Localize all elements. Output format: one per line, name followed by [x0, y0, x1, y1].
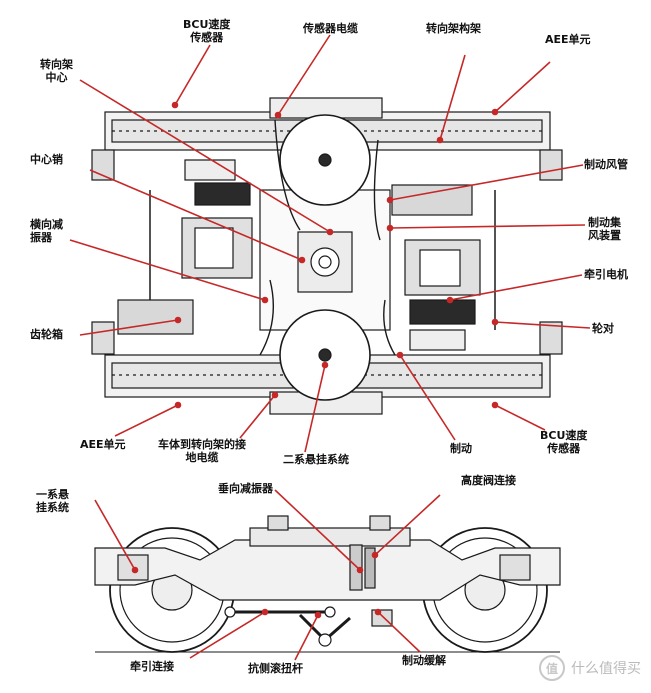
- label-traction-link: 牵引连接: [130, 660, 174, 673]
- label-bcu-bottom-line2: 传感器: [547, 442, 581, 455]
- leader-lateral-damper: [69, 239, 266, 301]
- label-bcu-top-line1: BCU速度: [183, 18, 231, 31]
- leader-vertical-damper-dot: [356, 566, 364, 574]
- label-vertical-damper: 垂向减振器: [218, 482, 273, 495]
- label-primary-suspension-line2: 挂系统: [36, 501, 69, 514]
- label-brake-air-pipe: 制动风管: [584, 158, 628, 171]
- leader-primary-suspension-dot: [131, 566, 139, 574]
- label-aee-bottom: AEE单元: [80, 438, 126, 451]
- leader-traction-motor: [449, 274, 583, 301]
- leader-bcu-top-dot: [171, 101, 179, 109]
- side-view: [94, 515, 561, 653]
- label-ground-cable: 车体到转向架的接 地电缆: [158, 438, 246, 464]
- leader-bogie-frame-dot: [436, 136, 444, 144]
- leader-aee-top: [494, 61, 551, 113]
- label-secondary-suspension: 二系悬挂系统: [283, 453, 349, 466]
- leader-vertical-damper: [274, 489, 361, 571]
- leader-anti-roll-bar-dot: [314, 611, 322, 619]
- watermark-text: 什么值得买: [571, 661, 641, 677]
- label-traction-motor: 牵引电机: [584, 268, 628, 281]
- leader-height-valve-link-dot: [371, 551, 379, 559]
- leader-ground-cable: [239, 394, 276, 439]
- leader-anti-roll-bar: [294, 614, 319, 661]
- leader-aee-top-dot: [491, 108, 499, 116]
- leader-bogie-frame: [439, 54, 466, 141]
- leader-height-valve-link: [374, 494, 441, 556]
- leader-bcu-bottom: [494, 404, 546, 431]
- gearbox-shape: [117, 299, 194, 335]
- label-primary-suspension: 一系悬 挂系统: [36, 488, 69, 514]
- label-aee-top: AEE单元: [545, 33, 591, 46]
- label-height-valve-link: 高度阀连接: [461, 474, 516, 487]
- label-lateral-damper: 横向减 振器: [30, 218, 63, 244]
- leader-aee-bottom: [114, 404, 179, 437]
- leader-brake: [399, 354, 456, 441]
- leader-brake-dot: [396, 351, 404, 359]
- label-brake-manifold-line2: 风装置: [588, 229, 621, 242]
- leader-bcu-top: [174, 44, 211, 106]
- leader-lateral-damper-dot: [261, 296, 269, 304]
- leader-brake-release-dot: [374, 608, 382, 616]
- leader-wheelset-dot: [491, 318, 499, 326]
- leader-bcu-bottom-dot: [491, 401, 499, 409]
- side-frame: [94, 539, 561, 601]
- label-ground-cable-line2: 地电缆: [185, 451, 219, 464]
- label-bcu-top: BCU速度 传感器: [183, 18, 230, 44]
- label-lateral-damper-line1: 横向减: [30, 218, 63, 231]
- watermark-logo-icon: 值: [539, 655, 565, 681]
- label-brake-release: 制动缓解: [402, 654, 446, 667]
- leader-wheelset: [494, 321, 591, 329]
- leader-traction-link: [189, 611, 266, 659]
- label-wheelset: 轮对: [592, 322, 614, 335]
- label-lateral-damper-line2: 振器: [30, 231, 52, 244]
- leader-gearbox-dot: [174, 316, 182, 324]
- label-bcu-top-line2: 传感器: [190, 31, 224, 44]
- label-center-pin: 中心销: [30, 153, 63, 166]
- label-sensor-cable: 传感器电缆: [303, 22, 358, 35]
- label-primary-suspension-line1: 一系悬: [36, 488, 69, 501]
- label-bogie-center: 转向架 中心: [40, 58, 73, 84]
- leader-center-pin: [89, 169, 303, 261]
- label-bogie-frame: 转向架构架: [426, 22, 481, 35]
- leader-sensor-cable: [277, 34, 331, 116]
- label-brake-manifold-line1: 制动集: [588, 216, 621, 229]
- leader-brake-air-pipe: [389, 164, 584, 201]
- label-bcu-bottom: BCU速度 传感器: [540, 429, 587, 455]
- leader-sensor-cable-dot: [274, 111, 282, 119]
- label-bcu-bottom-line1: BCU速度: [540, 429, 588, 442]
- leader-secondary-suspension: [304, 364, 326, 453]
- leader-traction-motor-dot: [446, 296, 454, 304]
- label-ground-cable-line1: 车体到转向架的接: [158, 438, 246, 451]
- leader-gearbox: [79, 319, 179, 336]
- leader-brake-manifold: [389, 224, 586, 229]
- center-pin-shape: [310, 247, 340, 277]
- leader-primary-suspension: [94, 499, 136, 571]
- leader-aee-bottom-dot: [174, 401, 182, 409]
- label-bogie-center-line1: 转向架: [40, 58, 73, 71]
- leader-traction-link-dot: [261, 608, 269, 616]
- leader-brake-manifold-dot: [386, 224, 394, 232]
- label-brake: 制动: [450, 442, 472, 455]
- leader-brake-air-pipe-dot: [386, 196, 394, 204]
- leader-lines: [69, 34, 591, 661]
- watermark: 值 什么值得买: [539, 655, 641, 681]
- label-anti-roll-bar: 抗侧滚扭杆: [248, 662, 303, 675]
- leader-bogie-center: [79, 79, 331, 233]
- label-brake-manifold: 制动集 风装置: [588, 216, 621, 242]
- leader-ground-cable-dot: [271, 391, 279, 399]
- leader-center-pin-dot: [298, 256, 306, 264]
- label-gearbox: 齿轮箱: [30, 328, 63, 341]
- label-bogie-center-line2: 中心: [45, 71, 68, 84]
- leader-secondary-suspension-dot: [321, 361, 329, 369]
- leader-brake-release: [377, 611, 421, 653]
- leader-bogie-center-dot: [326, 228, 334, 236]
